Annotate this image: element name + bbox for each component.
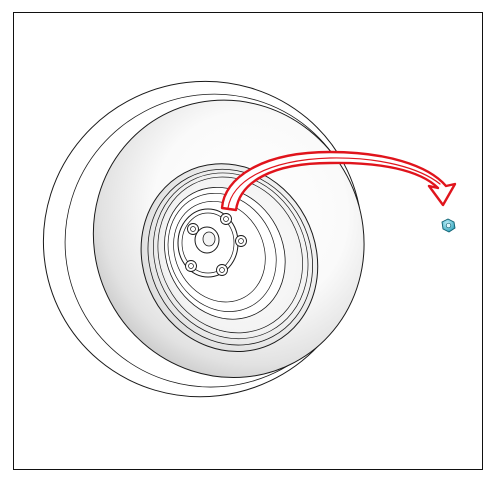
rim-well-ring <box>173 200 266 303</box>
hub-plate-inner <box>181 212 235 274</box>
curved-arrow-icon <box>220 150 457 212</box>
rim-flange-3 <box>157 176 303 334</box>
hub <box>177 208 247 278</box>
hub-lug-nut <box>220 213 232 225</box>
hub-lug-nut <box>216 264 228 276</box>
rim-flange-1 <box>147 168 313 346</box>
rim-well-inner <box>167 192 277 312</box>
lug-nut-icon <box>441 218 456 233</box>
hub-lug-nut <box>187 223 199 235</box>
hub-lug-nut <box>235 235 247 247</box>
hub-lug-nut <box>185 260 197 272</box>
hub-center-cap-inner <box>202 231 216 247</box>
rim-flange-2 <box>153 172 309 340</box>
